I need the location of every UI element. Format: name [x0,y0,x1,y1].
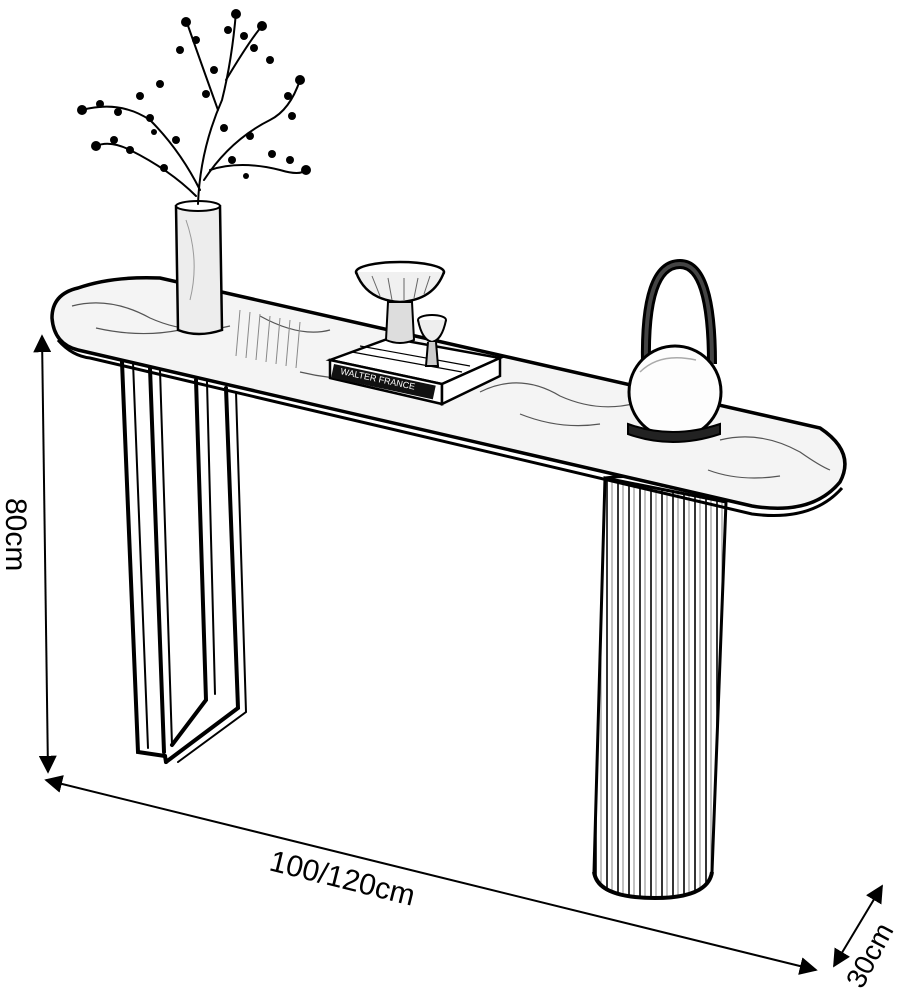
book-stack: WALTER FRANCE [325,336,505,406]
flower-vase [174,200,224,336]
flower-leaves [77,9,311,179]
flower-branches [81,11,307,205]
left-metal-leg [120,360,248,764]
glass-bowl [354,260,446,344]
width-dimension-line [44,775,818,975]
height-label: 80cm [0,498,32,571]
marble-veins [71,302,831,479]
right-fluted-leg [592,474,728,901]
tabletop-reflection [235,309,301,369]
depth-label: 30cm [840,918,900,993]
lantern-lamp [627,258,723,443]
depth-dimension-line [833,884,883,968]
small-glass [417,314,447,367]
width-label: 100/120cm [266,845,418,913]
height-dimension-line [33,334,57,774]
